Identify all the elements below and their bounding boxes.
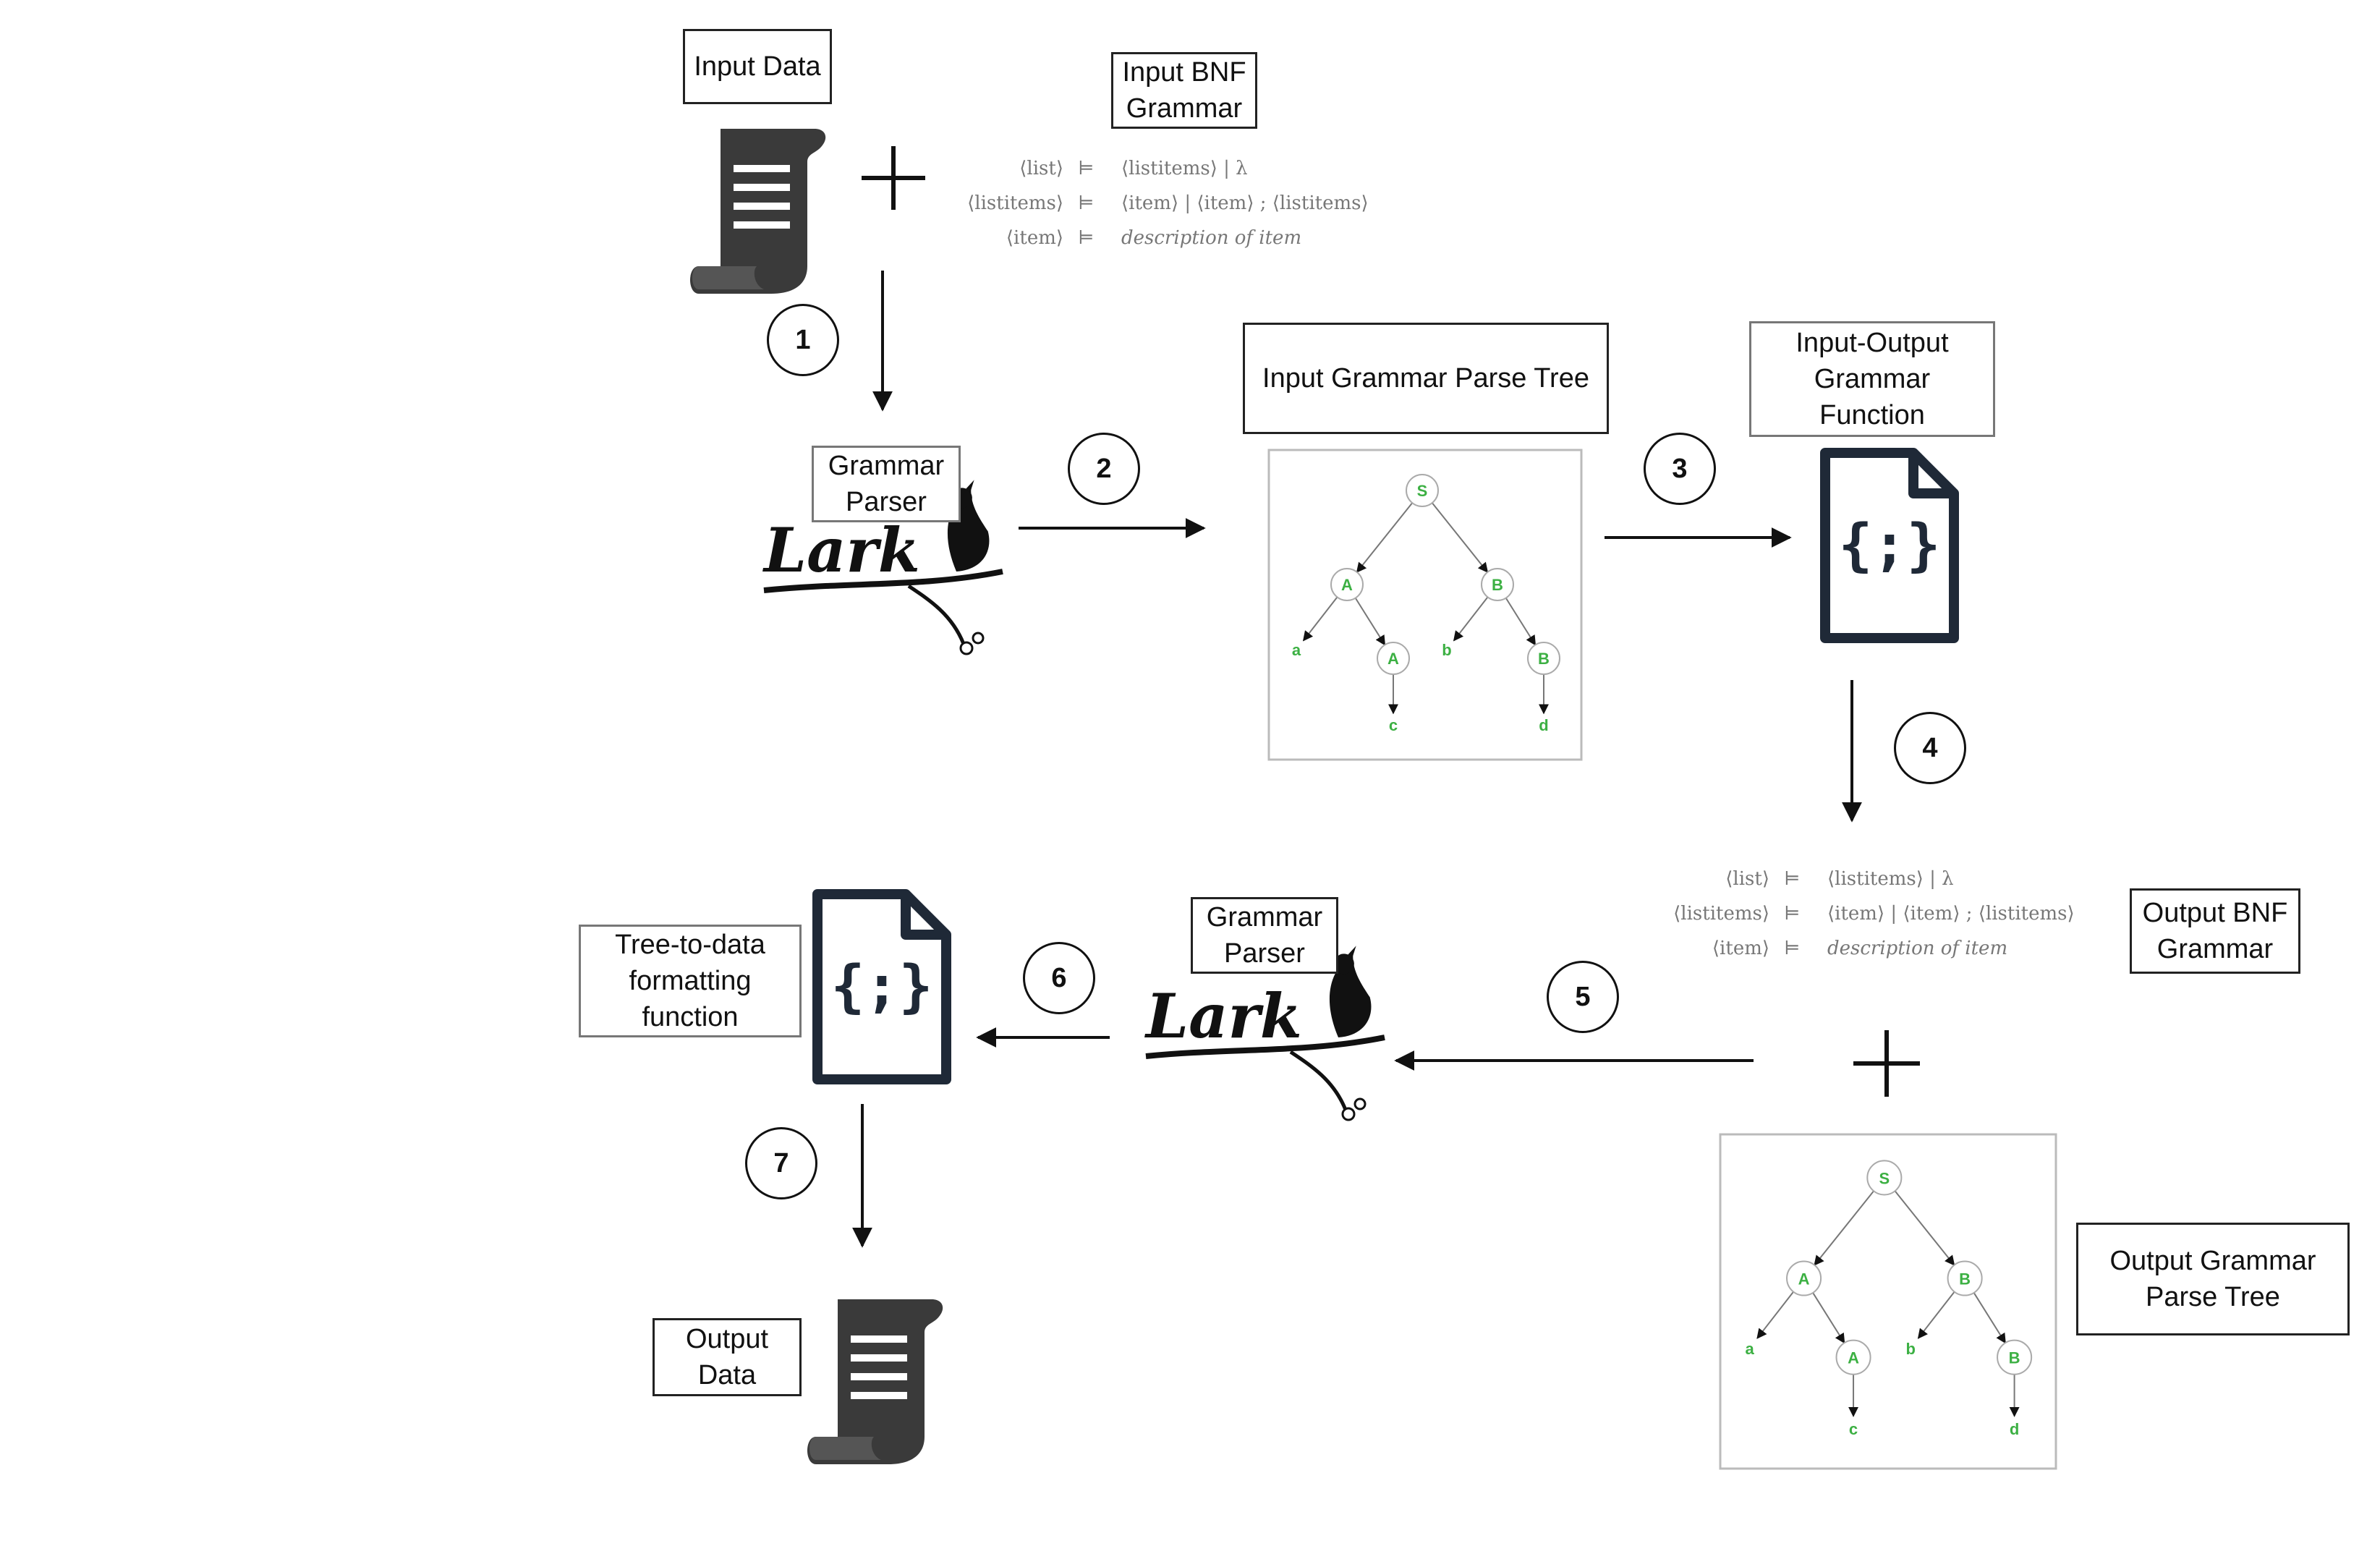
svg-text:Lark: Lark [762, 514, 920, 586]
tree-node-label: B [2009, 1349, 2020, 1367]
input-bnf-grammar-label: Input BNF Grammar [1111, 52, 1257, 129]
tree-node [1786, 1260, 1822, 1296]
step-7-badge: 7 [745, 1127, 817, 1199]
tree-edge [1894, 1190, 1955, 1266]
tree-node [1947, 1260, 1983, 1296]
tree-node [1330, 568, 1364, 601]
code-file-icon-glyph: {;} [1839, 513, 1941, 578]
scroll-document-icon [807, 1299, 943, 1464]
tree-node [1997, 1339, 2033, 1375]
tree-node [1866, 1160, 1903, 1196]
tree-leaf-label: d [2010, 1420, 2019, 1438]
input-bnf-grammar: ⟨list⟩⊨⟨listitems⟩ | λ ⟨listitems⟩⊨⟨item… [955, 158, 1432, 266]
tree-edge [1302, 596, 1338, 642]
tree-leaf-label: b [1442, 641, 1451, 659]
tree-node [1527, 642, 1560, 675]
bnf-rule: ⟨list⟩⊨⟨listitems⟩ | λ [1019, 158, 1248, 179]
step-6-badge: 6 [1023, 942, 1095, 1014]
tree-edge [1354, 598, 1386, 646]
grammar-parser-label: Grammar Parser [1191, 897, 1338, 974]
step-1-badge: 1 [767, 304, 839, 376]
tree-node-label: B [1492, 576, 1503, 594]
tree-leaf-label: a [1292, 641, 1301, 659]
tree-node-label: S [1879, 1169, 1890, 1187]
bnf-rule: ⟨item⟩⊨description of item [1712, 938, 2008, 959]
code-file-icon: {;} [1825, 453, 1954, 638]
tree-node [1406, 474, 1439, 507]
tree-edge [1973, 1292, 2006, 1344]
input-grammar-parse-tree-label: Input Grammar Parse Tree [1243, 323, 1609, 434]
step-2-badge: 2 [1068, 433, 1140, 505]
grammar-parser-label: Grammar Parser [812, 446, 961, 522]
tree-leaf-label: c [1849, 1420, 1858, 1438]
plus-icon [862, 146, 925, 210]
tree-leaf-label: a [1746, 1340, 1755, 1358]
lark-bird-logo: Lark [1144, 940, 1398, 1121]
tree-node-label: S [1417, 482, 1428, 500]
tree-edge [1453, 596, 1489, 642]
bnf-rule: ⟨item⟩⊨description of item [1006, 227, 1302, 249]
output-bnf-grammar-label: Output BNF Grammar [2130, 888, 2300, 974]
bnf-rule: ⟨listitems⟩⊨⟨item⟩ | ⟨item⟩ ; ⟨listitems… [1673, 903, 2075, 925]
tree-edge [1756, 1291, 1794, 1339]
tree-node-label: A [1387, 650, 1399, 668]
input-parse-tree: S A B A Ba b c d [1292, 474, 1560, 734]
tree-edge [1356, 502, 1414, 573]
code-file-icon: {;} [817, 894, 946, 1079]
tree-node-label: A [1848, 1349, 1859, 1367]
output-grammar-parse-tree-label: Output Grammar Parse Tree [2076, 1223, 2350, 1335]
bnf-rule: ⟨listitems⟩⊨⟨item⟩ | ⟨item⟩ ; ⟨listitems… [967, 192, 1369, 214]
step-3-badge: 3 [1644, 433, 1716, 505]
tree-to-data-formatting-function-label: Tree-to-data formatting function [579, 925, 802, 1037]
input-data-label: Input Data [683, 29, 832, 104]
tree-node [1481, 568, 1514, 601]
tree-edge [1431, 502, 1489, 573]
tree-edge [1814, 1190, 1874, 1266]
tree-edge [1812, 1292, 1845, 1344]
bnf-rule: ⟨list⟩⊨⟨listitems⟩ | λ [1725, 868, 1954, 890]
tree-node-label: B [1959, 1270, 1971, 1288]
lark-bird-logo: Lark [762, 474, 1016, 655]
output-bnf-grammar: ⟨list⟩⊨⟨listitems⟩ | λ ⟨listitems⟩⊨⟨item… [1661, 868, 2131, 977]
svg-text:Lark: Lark [1144, 980, 1302, 1052]
scroll-document-icon [690, 129, 826, 294]
tree-node [1377, 642, 1410, 675]
tree-leaf-label: c [1389, 716, 1398, 734]
input-output-grammar-function-label: Input-Output Grammar Function [1749, 321, 1995, 437]
tree-leaf-label: d [1539, 716, 1548, 734]
tree-leaf-label: b [1905, 1340, 1915, 1358]
code-file-icon-glyph: {;} [831, 954, 933, 1019]
step-4-badge: 4 [1894, 712, 1966, 784]
step-5-badge: 5 [1547, 961, 1619, 1033]
tree-edge [1917, 1291, 1955, 1339]
plus-icon [1853, 1030, 1920, 1097]
output-parse-tree: S A B A Ba b c d [1746, 1160, 2033, 1438]
output-data-label: Output Data [653, 1318, 802, 1396]
tree-edge [1505, 598, 1537, 646]
tree-node-label: B [1538, 650, 1550, 668]
tree-node [1835, 1339, 1871, 1375]
tree-node-label: A [1341, 576, 1353, 594]
tree-node-label: A [1798, 1270, 1810, 1288]
